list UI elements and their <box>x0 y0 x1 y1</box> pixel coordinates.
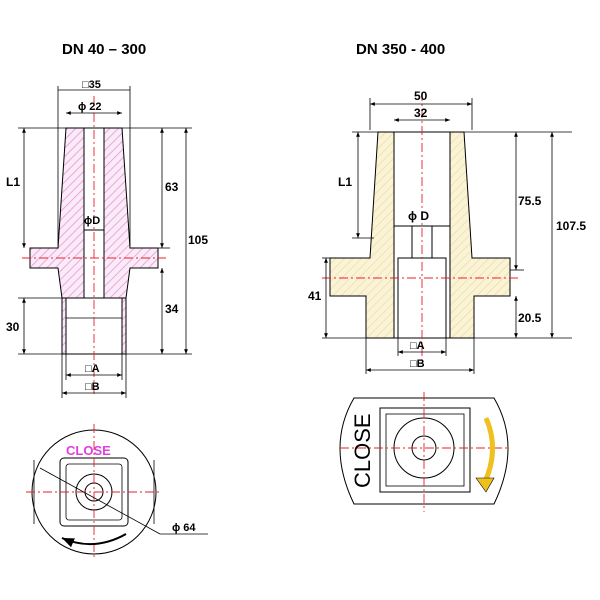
dim-20-5: 20.5 <box>518 311 542 325</box>
dim-bore: ϕ 22 <box>78 101 102 113</box>
dim-50: 50 <box>414 89 428 103</box>
dim-32: 32 <box>414 106 428 120</box>
close-label-left: CLOSE <box>66 443 111 458</box>
dim-a-left: □A <box>85 363 100 375</box>
dim-d-right: ϕ D <box>408 209 429 223</box>
dim-63: 63 <box>165 180 179 194</box>
left-plan-view: CLOSE ϕ 64 <box>26 424 208 560</box>
left-socket-wall-l <box>61 297 67 355</box>
dim-34: 34 <box>165 302 179 316</box>
right-section-view: 50 32 L1 ϕ D 75.5 107.5 20.5 41 □A □B <box>308 89 586 374</box>
dim-105: 105 <box>188 233 208 247</box>
dim-64: ϕ 64 <box>172 522 196 534</box>
right-plan-view: CLOSE <box>339 392 510 512</box>
close-label-right: CLOSE <box>350 413 375 488</box>
dim-top-square: □35 <box>82 79 101 91</box>
left-socket-wall-r <box>121 297 127 355</box>
dim-a-right: □A <box>410 340 425 352</box>
dim-b-left: □B <box>85 381 100 393</box>
dim-l1-right: L1 <box>338 175 352 189</box>
rotation-arrow-left <box>61 533 127 548</box>
dim-75-5: 75.5 <box>518 194 542 208</box>
dim-107-5: 107.5 <box>556 219 586 233</box>
dim-41: 41 <box>308 289 322 303</box>
dim-30: 30 <box>6 320 20 334</box>
dim-d-left: ϕD <box>84 215 100 227</box>
left-section-view: □35 ϕ 22 L1 ϕD 63 34 105 30 □A □B <box>6 79 208 398</box>
right-title: DN 350 - 400 <box>356 41 445 58</box>
dim-b-right: □B <box>410 358 425 370</box>
left-title: DN 40 – 300 <box>62 41 146 58</box>
rotation-arrow-right <box>481 416 496 486</box>
dim-l1-left: L1 <box>6 175 20 189</box>
